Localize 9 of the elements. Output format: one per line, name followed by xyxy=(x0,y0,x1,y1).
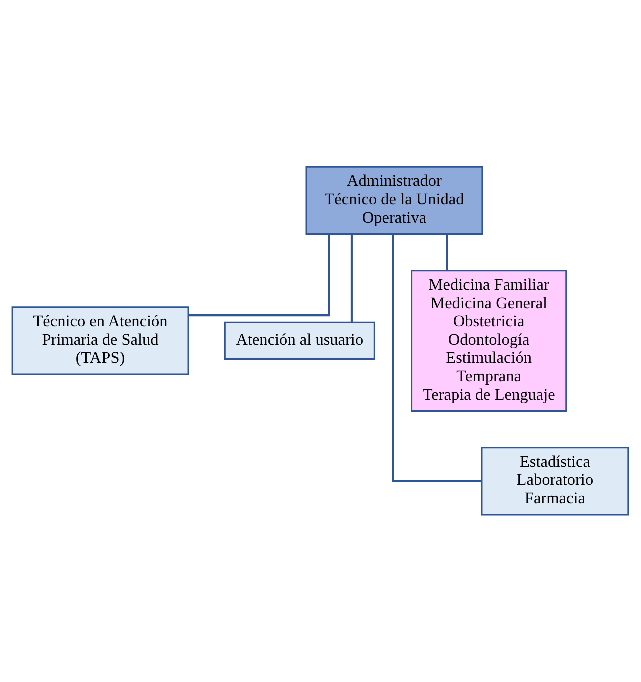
node-box: Estadística Laboratorio Farmacia xyxy=(481,447,630,516)
connector xyxy=(392,234,482,482)
node-box: Medicina Familiar Medicina General Obstetricia Odontología Estimulación Temprana Terapia de Lenguaje xyxy=(411,270,568,412)
node-box: Atención al usuario xyxy=(224,322,376,360)
node-box: Administrador Técnico de la Unidad Operativa xyxy=(306,166,484,235)
node-box: Técnico en Atención Primaria de Salud (TAPS) xyxy=(12,306,190,376)
connector xyxy=(350,234,353,323)
connector xyxy=(446,234,448,271)
connector xyxy=(188,234,330,317)
